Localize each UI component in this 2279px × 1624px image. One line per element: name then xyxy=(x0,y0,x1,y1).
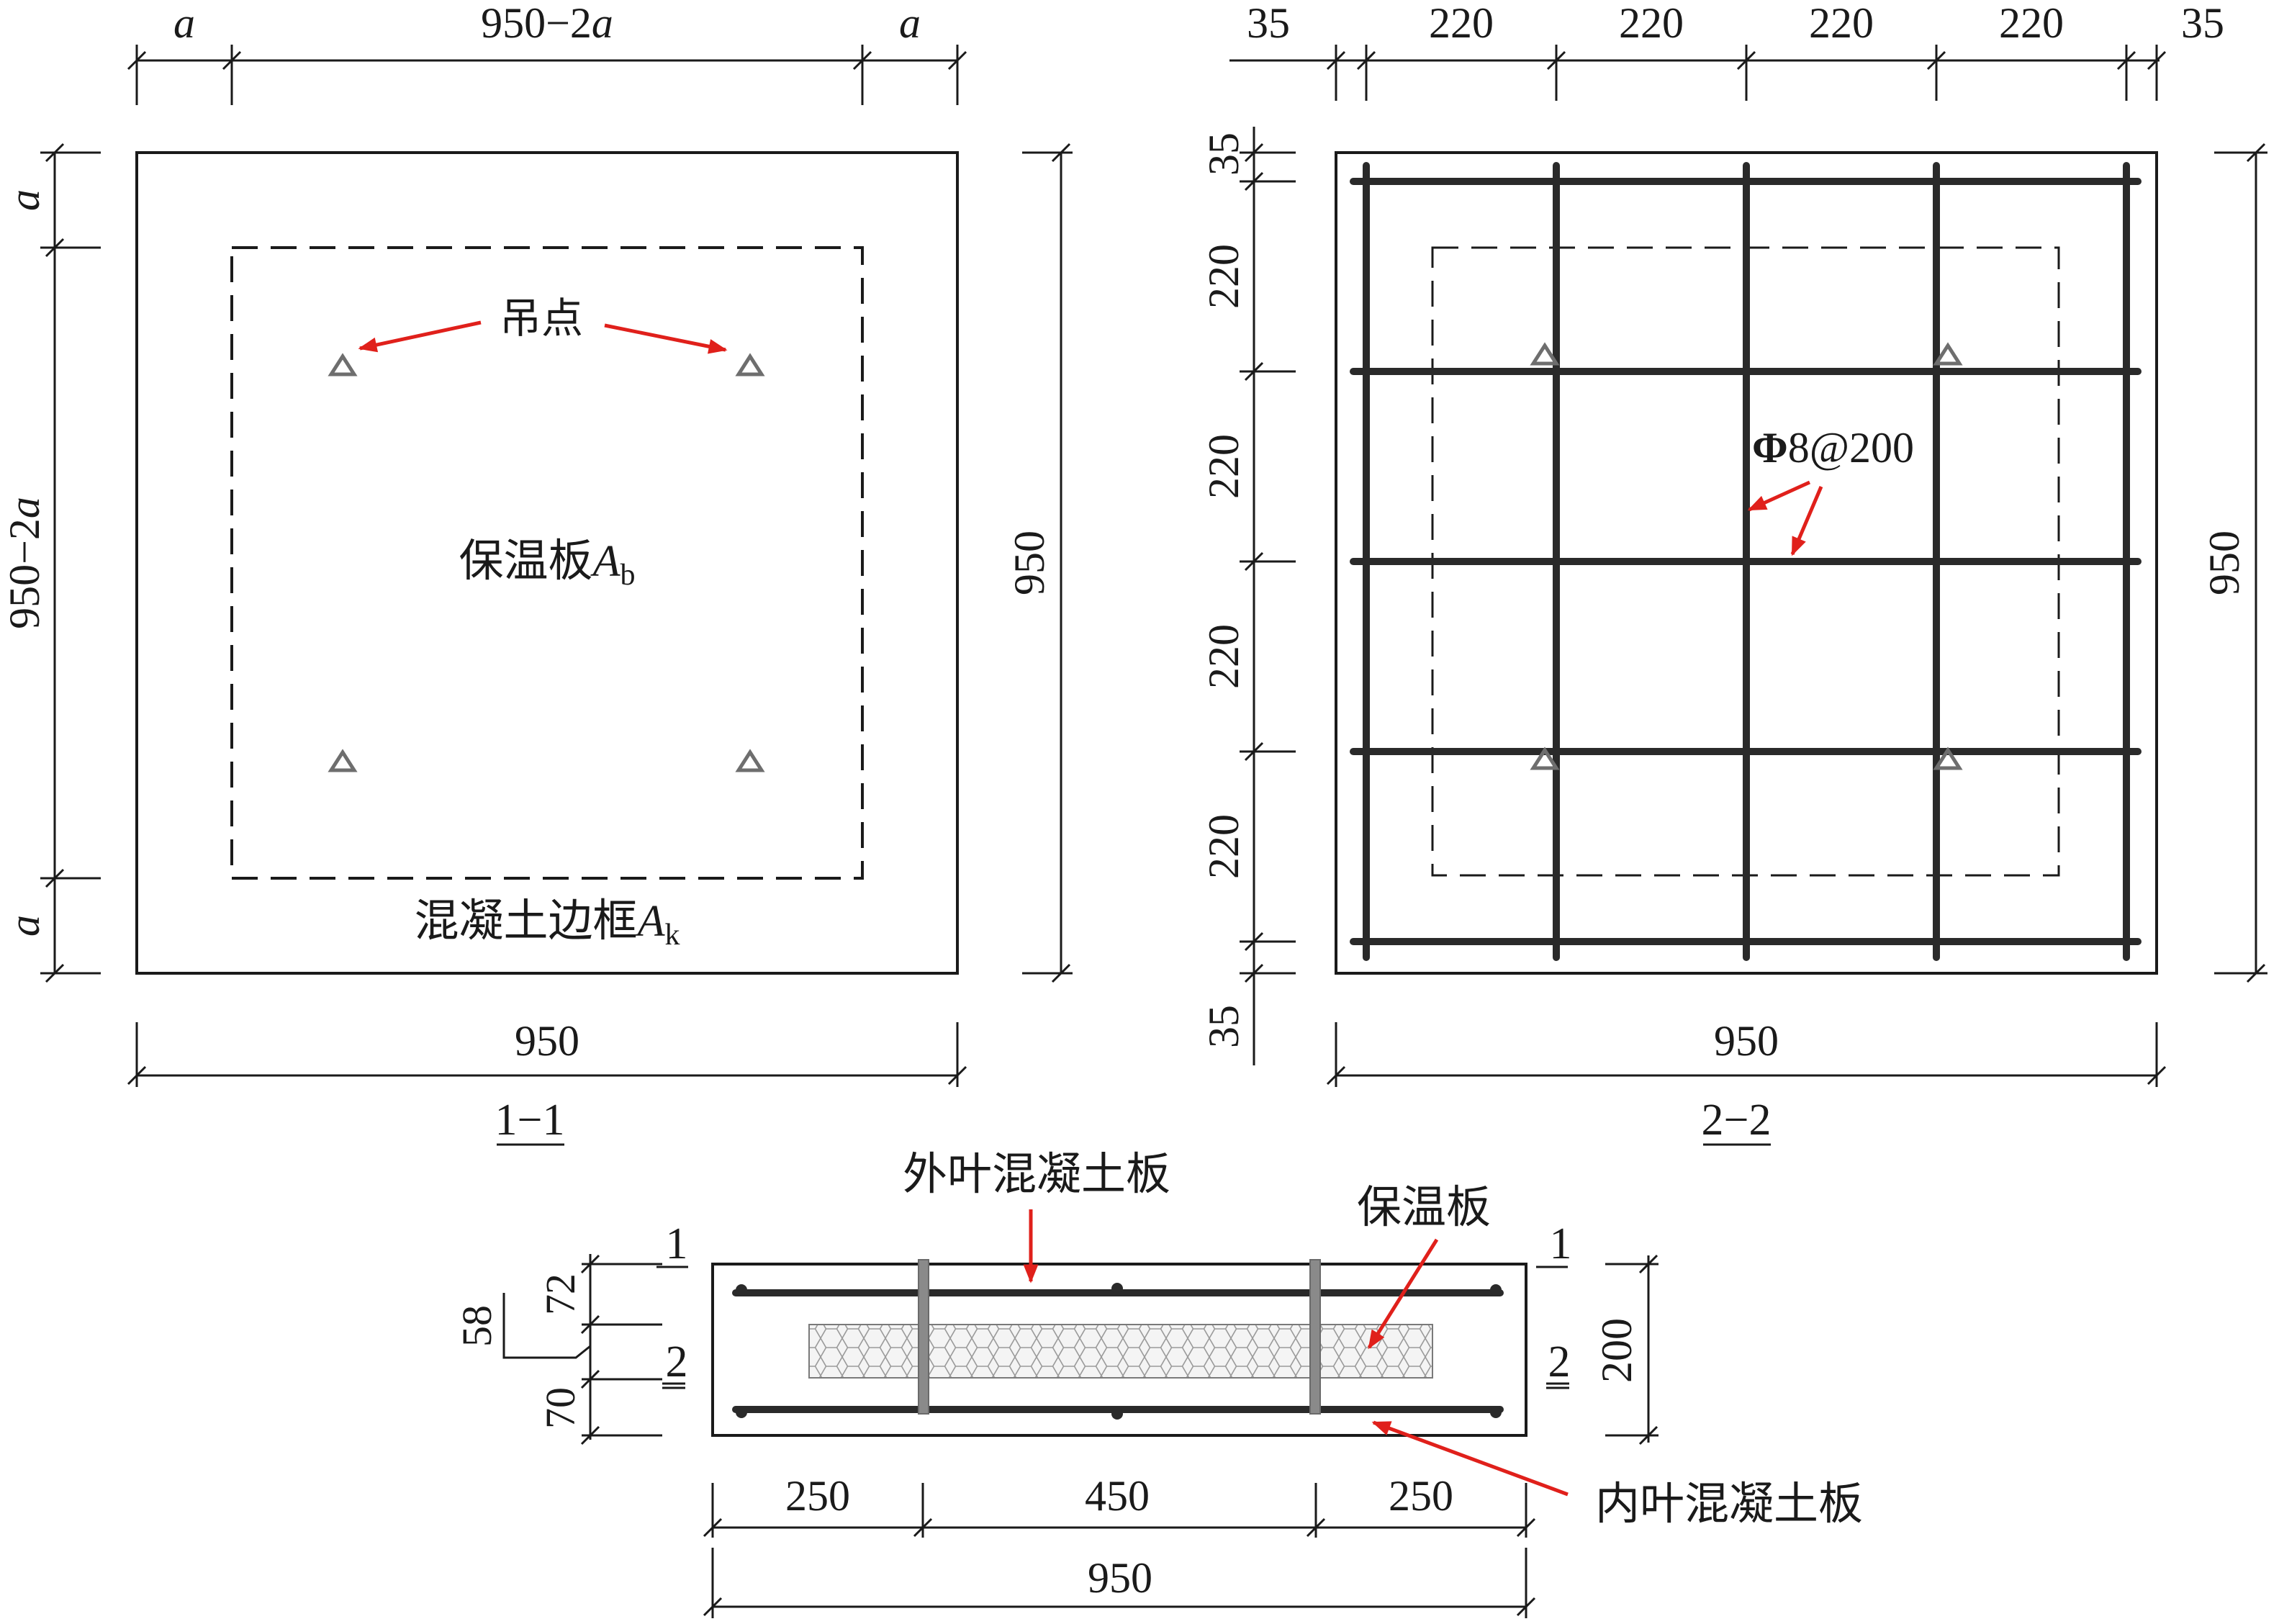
dim-bottom-section xyxy=(703,1483,1536,1618)
dim-left-bottom: a xyxy=(1,915,48,937)
panel-outline xyxy=(1335,151,2158,975)
lifting-point-icon xyxy=(328,353,765,772)
dim-top-right: a xyxy=(899,0,921,47)
inner-panel-label: 内叶混凝土板 xyxy=(1595,1480,1863,1529)
view-1-1: 吊点 保温板Ab 混凝土边框Ak a 950−2a a a 950−2a a xyxy=(1,0,1073,1146)
dim-left-section xyxy=(502,1254,662,1445)
lifting-point-arrow-left xyxy=(358,320,482,353)
svg-text:220: 220 xyxy=(1200,624,1247,689)
dim-72: 72 xyxy=(537,1273,584,1315)
svg-text:35: 35 xyxy=(1247,0,1290,47)
cut-2-left: 2 xyxy=(666,1337,688,1386)
rebar-arrow-1 xyxy=(1747,480,1811,512)
cut-1-right: 1 xyxy=(1550,1219,1572,1268)
dim-200: 200 xyxy=(1593,1318,1641,1383)
cut-markers xyxy=(656,1266,1569,1389)
rebar-arrow-2 xyxy=(1790,486,1823,556)
section-insulation-arrow xyxy=(1367,1238,1439,1350)
insulation-label: 保温板Ab xyxy=(459,537,636,592)
frame-outline xyxy=(135,151,959,975)
view-caption-1-1: 1−1 xyxy=(495,1096,565,1145)
dim-left-2-2 xyxy=(1240,127,1296,1065)
svg-text:250: 250 xyxy=(785,1472,850,1520)
dim-bottom-2-2-value: 950 xyxy=(1714,1017,1779,1065)
dim-left-mid: 950−2a xyxy=(1,497,48,629)
svg-text:220: 220 xyxy=(1999,0,2064,47)
dim-top-mid: 950−2a xyxy=(481,0,613,47)
dim-top-2-2 xyxy=(1229,45,2167,101)
dim-70: 70 xyxy=(537,1387,584,1429)
insulation-board xyxy=(808,1324,1433,1379)
dim-left-1-1 xyxy=(40,143,101,983)
dim-right-2-2 xyxy=(2214,143,2267,983)
dims-top-2-2-labels: 35 220 220 220 220 35 xyxy=(1247,0,2224,47)
outer-panel-label: 外叶混凝土板 xyxy=(903,1150,1170,1199)
dim-top-1-1 xyxy=(127,45,967,105)
svg-text:220: 220 xyxy=(1809,0,1874,47)
frame-label: 混凝土边框Ak xyxy=(415,897,680,952)
section-outline xyxy=(711,1263,1527,1437)
cut-1-left: 1 xyxy=(666,1219,688,1268)
lifting-point-arrow-right xyxy=(604,323,728,354)
svg-text:35: 35 xyxy=(2181,0,2224,47)
svg-text:220: 220 xyxy=(1200,244,1247,309)
view-caption-2-2: 2−2 xyxy=(1702,1096,1772,1145)
dim-total-section: 950 xyxy=(1088,1554,1152,1602)
lifting-point-icon xyxy=(1530,342,1963,770)
svg-text:35: 35 xyxy=(1200,1005,1247,1048)
dim-left-top: a xyxy=(1,189,48,211)
lifting-point-label: 吊点 xyxy=(500,295,583,342)
dim-top-left: a xyxy=(173,0,195,47)
svg-text:35: 35 xyxy=(1200,132,1247,176)
inner-panel-arrow xyxy=(1371,1420,1569,1497)
rebar-grid xyxy=(1350,162,2142,961)
dim-right-2-2-value: 950 xyxy=(2201,531,2248,595)
svg-text:220: 220 xyxy=(1200,434,1247,499)
dim-right-1-1-value: 950 xyxy=(1006,531,1053,595)
dim-bottom-2-2 xyxy=(1326,1022,2167,1087)
svg-text:220: 220 xyxy=(1200,814,1247,879)
dim-58: 58 xyxy=(453,1305,500,1347)
view-2-2: Φ8@200 35 220 220 220 220 35 xyxy=(1200,0,2267,1146)
svg-text:250: 250 xyxy=(1389,1472,1453,1520)
cut-2-right: 2 xyxy=(1548,1337,1571,1386)
insulation-outline xyxy=(230,246,864,880)
dim-bottom-1-1 xyxy=(127,1022,967,1087)
dim-bottom-1-1-value: 950 xyxy=(515,1017,579,1065)
section-view: 外叶混凝土板 保温板 内叶混凝土板 1 1 2 2 72 58 7 xyxy=(453,1150,1863,1618)
svg-text:450: 450 xyxy=(1085,1472,1150,1520)
dims-bottom-section-labels: 250 450 250 xyxy=(785,1472,1453,1520)
connector-bars xyxy=(918,1259,1321,1415)
rebar-spec-label: Φ8@200 xyxy=(1752,424,1914,472)
dim-right-section xyxy=(1605,1254,1659,1445)
rebar-dots xyxy=(736,1283,1502,1420)
section-insulation-label: 保温板 xyxy=(1357,1183,1491,1232)
svg-text:220: 220 xyxy=(1619,0,1684,47)
dim-right-1-1 xyxy=(1022,143,1073,983)
svg-text:220: 220 xyxy=(1429,0,1494,47)
dims-left-2-2-labels: 35 220 220 220 220 35 xyxy=(1200,132,1247,1048)
